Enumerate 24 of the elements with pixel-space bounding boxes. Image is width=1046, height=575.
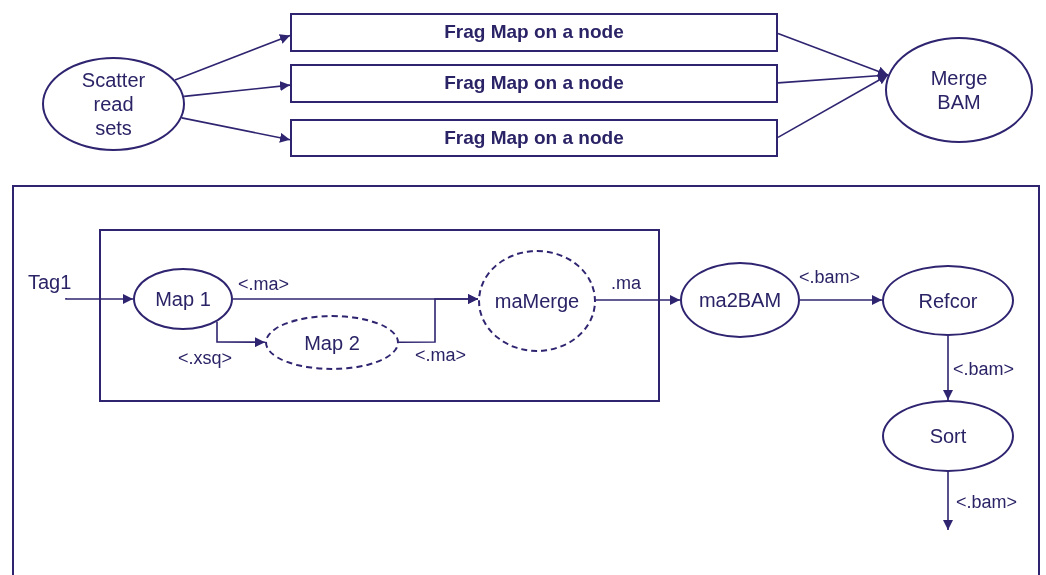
process-ellipse: Merge BAM	[885, 37, 1033, 143]
process-box: Frag Map on a node	[290, 13, 778, 52]
process-box: Frag Map on a node	[290, 64, 778, 103]
process-ellipse: Map 2	[265, 315, 399, 370]
process-ellipse: Sort	[882, 400, 1014, 472]
input-label: Tag1	[28, 270, 72, 298]
arrow	[943, 471, 953, 531]
arrow	[777, 74, 889, 139]
process-ellipse: maMerge	[478, 250, 596, 352]
arrow	[943, 335, 953, 401]
process-ellipse: Scatter read sets	[42, 57, 185, 151]
arrow	[183, 81, 291, 98]
process-ellipse: Refcor	[882, 265, 1014, 336]
arrow	[216, 320, 266, 348]
process-ellipse: Map 1	[133, 268, 233, 330]
arrow	[174, 34, 291, 81]
process-box: Frag Map on a node	[290, 119, 778, 157]
arrow	[777, 32, 889, 77]
arrow	[65, 294, 134, 304]
arrow	[398, 294, 479, 343]
arrow	[799, 295, 883, 305]
arrow	[777, 70, 889, 84]
arrow	[595, 295, 681, 305]
arrow	[181, 117, 291, 143]
